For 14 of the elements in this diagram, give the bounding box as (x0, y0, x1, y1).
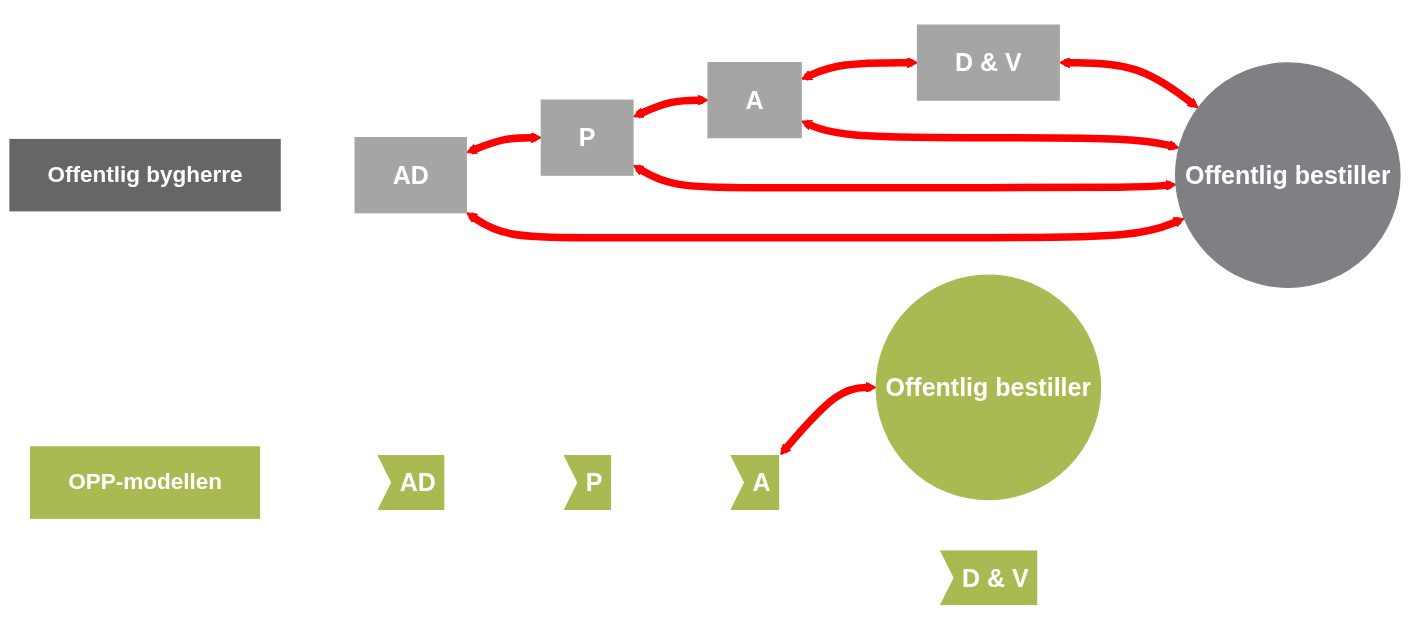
node-box: A (707, 62, 802, 139)
node-box: AD (354, 137, 467, 214)
node-box: OPP-modellen (30, 446, 261, 519)
arrow (801, 57, 918, 81)
arrow (1059, 57, 1199, 109)
arrow (801, 119, 1180, 151)
arrow (466, 132, 542, 155)
node-circle: Offentlig bestiller (875, 274, 1102, 501)
arrow (779, 381, 877, 456)
node-circle: Offentlig bestiller (1174, 62, 1401, 288)
node-box: D & V (916, 24, 1060, 101)
arrow (466, 212, 1185, 242)
node-box: Offentlig bygherre (9, 138, 281, 212)
node-box: P (540, 99, 634, 176)
